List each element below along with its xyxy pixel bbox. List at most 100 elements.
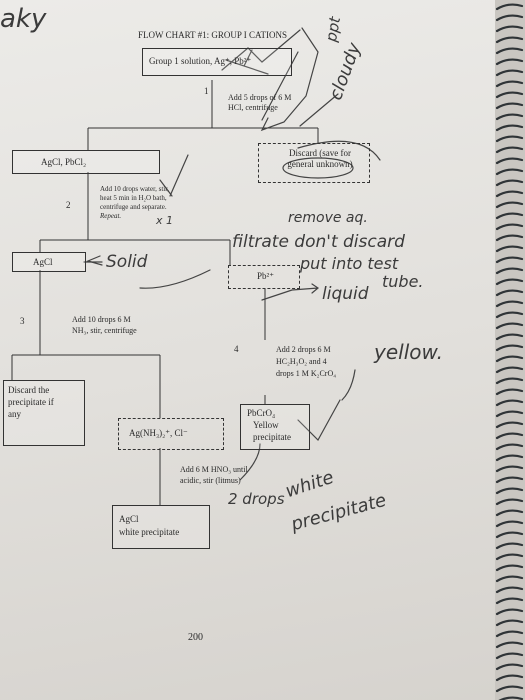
step-2-line1: Add 10 drops water, stir, bbox=[100, 185, 170, 193]
discard-precipitate-line2: precipitate if bbox=[8, 397, 54, 407]
pbcro4-line1: PbCrO₄ bbox=[247, 408, 276, 418]
step-4-line2: HC₂H₃O₂ and 4 bbox=[276, 357, 327, 366]
spiral-coil bbox=[495, 652, 524, 660]
discard-precipitate-box: Discard the precipitate if any bbox=[3, 380, 85, 446]
discard-precipitate-line1: Discard the bbox=[8, 385, 50, 395]
spiral-coil bbox=[495, 619, 524, 627]
spiral-coil bbox=[495, 564, 524, 572]
spiral-coil bbox=[495, 3, 524, 11]
spiral-coil bbox=[495, 322, 524, 330]
step-4-line1: Add 2 drops 6 M bbox=[276, 345, 331, 354]
check-mark-top bbox=[221, 29, 301, 71]
handwriting-filtrate-2: put into test bbox=[300, 254, 399, 273]
spiral-coil bbox=[495, 14, 524, 22]
spiral-coil bbox=[495, 124, 524, 132]
handwriting-filtrate-1: filtrate don't discard bbox=[232, 232, 405, 252]
spiral-coil bbox=[495, 212, 524, 220]
discard-precipitate-line3: any bbox=[8, 409, 21, 419]
spiral-coil bbox=[495, 234, 524, 242]
spiral-coil bbox=[495, 432, 524, 440]
step-4-line3: drops 1 M K₂CrO₄ bbox=[276, 369, 337, 378]
spiral-coil bbox=[495, 135, 524, 143]
step-1-number: 1 bbox=[204, 86, 209, 96]
step-3-line1: Add 10 drops 6 M bbox=[72, 315, 131, 324]
agcl-white-box: AgCl white precipitate bbox=[112, 505, 210, 549]
discard-general-box: Discard (save for general unknown) bbox=[258, 143, 370, 183]
spiral-coil bbox=[495, 674, 524, 682]
spiral-coil bbox=[495, 531, 524, 539]
spiral-coil bbox=[495, 608, 524, 616]
spiral-coil bbox=[495, 344, 524, 352]
spiral-coil bbox=[495, 311, 524, 319]
spiral-coil bbox=[495, 421, 524, 429]
agnh3-label: Ag(NH₃)₂⁺, Cl⁻ bbox=[129, 428, 188, 438]
spiral-coil bbox=[495, 47, 524, 55]
handwriting-solid: Solid bbox=[106, 252, 148, 272]
agcl-label: AgCl bbox=[33, 257, 53, 267]
spiral-coil bbox=[495, 157, 524, 165]
group1-solution-label: Group 1 solution, Ag⁺, Pb²⁺ bbox=[149, 56, 252, 66]
agcl-white-line1: AgCl bbox=[119, 514, 139, 524]
spiral-coil bbox=[495, 333, 524, 341]
spiral-coil bbox=[495, 641, 524, 649]
spiral-coil bbox=[495, 685, 524, 693]
chart-title: FLOW CHART #1: GROUP I CATIONS bbox=[138, 30, 288, 40]
spiral-coil bbox=[495, 542, 524, 550]
spiral-coil bbox=[495, 223, 524, 231]
spiral-coil bbox=[495, 377, 524, 385]
spiral-coil bbox=[495, 278, 524, 286]
spiral-coil bbox=[495, 102, 524, 110]
step-4-number: 4 bbox=[234, 344, 239, 354]
pbcro4-line2: Yellow bbox=[253, 420, 279, 430]
spiral-coil bbox=[495, 487, 524, 495]
spiral-coil bbox=[495, 630, 524, 638]
spiral-coil bbox=[495, 245, 524, 253]
spiral-coil bbox=[495, 168, 524, 176]
step-3-number: 3 bbox=[20, 316, 25, 326]
spiral-coil bbox=[495, 597, 524, 605]
handwriting-remove: remove aq. bbox=[288, 210, 368, 226]
step-1-line2: HCl, centrifuge bbox=[228, 103, 278, 112]
step-2-number: 2 bbox=[66, 200, 71, 210]
spiral-coil bbox=[495, 553, 524, 561]
spiral-coil bbox=[495, 190, 524, 198]
spiral-coil bbox=[495, 36, 524, 44]
spiral-binding bbox=[495, 0, 525, 700]
group1-solution-box: Group 1 solution, Ag⁺, Pb²⁺ bbox=[142, 48, 292, 76]
pb2-box: Pb²⁺ bbox=[228, 265, 300, 289]
agcl-pbcl2-box: AgCl, PbCl₂ bbox=[12, 150, 160, 174]
spiral-coil bbox=[495, 575, 524, 583]
spiral-coil bbox=[495, 355, 524, 363]
handwriting-drops: 2 drops bbox=[228, 490, 285, 508]
handwriting-yellow: yellow. bbox=[374, 340, 443, 364]
spiral-coil bbox=[495, 454, 524, 462]
spiral-coil bbox=[495, 300, 524, 308]
handwriting-liquid: liquid bbox=[322, 284, 369, 304]
notebook-page: FLOW CHART #1: GROUP I CATIONS Group 1 s… bbox=[0, 0, 500, 700]
spiral-coil bbox=[495, 289, 524, 297]
step-5-line1: Add 6 M HNO₃ until bbox=[180, 465, 248, 474]
handwriting-filtrate-3: tube. bbox=[382, 272, 424, 291]
spiral-coil bbox=[495, 25, 524, 33]
spiral-coil bbox=[495, 146, 524, 154]
spiral-coil bbox=[495, 663, 524, 671]
spiral-coil bbox=[495, 388, 524, 396]
flowchart-connectors bbox=[11, 27, 381, 505]
spiral-coil bbox=[495, 201, 524, 209]
spiral-coil bbox=[498, 696, 524, 700]
agnh3-box: Ag(NH₃)₂⁺, Cl⁻ bbox=[118, 418, 224, 450]
spiral-coil bbox=[495, 179, 524, 187]
spiral-coil bbox=[495, 80, 524, 88]
step-1-line1: Add 5 drops of 6 M bbox=[228, 93, 292, 102]
spiral-coil bbox=[495, 498, 524, 506]
spiral-coil bbox=[495, 267, 524, 275]
spiral-coil bbox=[495, 443, 524, 451]
spiral-coil bbox=[495, 91, 524, 99]
step-5-line2: acidic, stir (litmus) bbox=[180, 476, 241, 485]
spiral-coil bbox=[495, 113, 524, 121]
spiral-coil bbox=[495, 58, 524, 66]
agcl-white-line2: white precipitate bbox=[119, 527, 180, 537]
page-number: 200 bbox=[188, 632, 203, 643]
step-2-line3: centrifuge and separate. bbox=[100, 203, 167, 211]
pbcro4-line3: precipitate bbox=[253, 432, 291, 442]
